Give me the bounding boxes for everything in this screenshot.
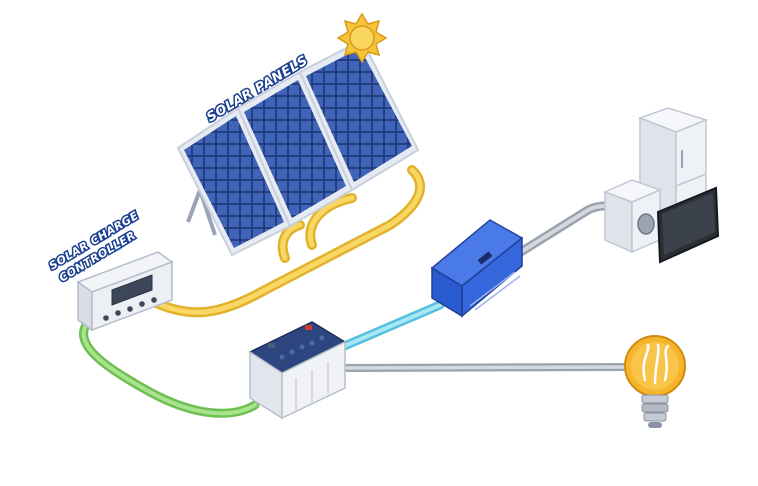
sun-icon <box>336 12 388 64</box>
inverter <box>430 219 524 318</box>
television-icon <box>656 186 720 264</box>
cables <box>79 165 636 418</box>
light-bulb-icon <box>624 335 686 428</box>
solar-charge-controller: SOLAR CHARGE CONTROLLER <box>45 207 174 332</box>
battery <box>248 321 347 420</box>
appliances <box>603 107 720 264</box>
solar-panels: SOLAR PANELS <box>176 38 420 257</box>
washing-machine-icon <box>603 179 663 254</box>
controller-display <box>111 274 153 306</box>
inverter-display <box>477 251 493 265</box>
